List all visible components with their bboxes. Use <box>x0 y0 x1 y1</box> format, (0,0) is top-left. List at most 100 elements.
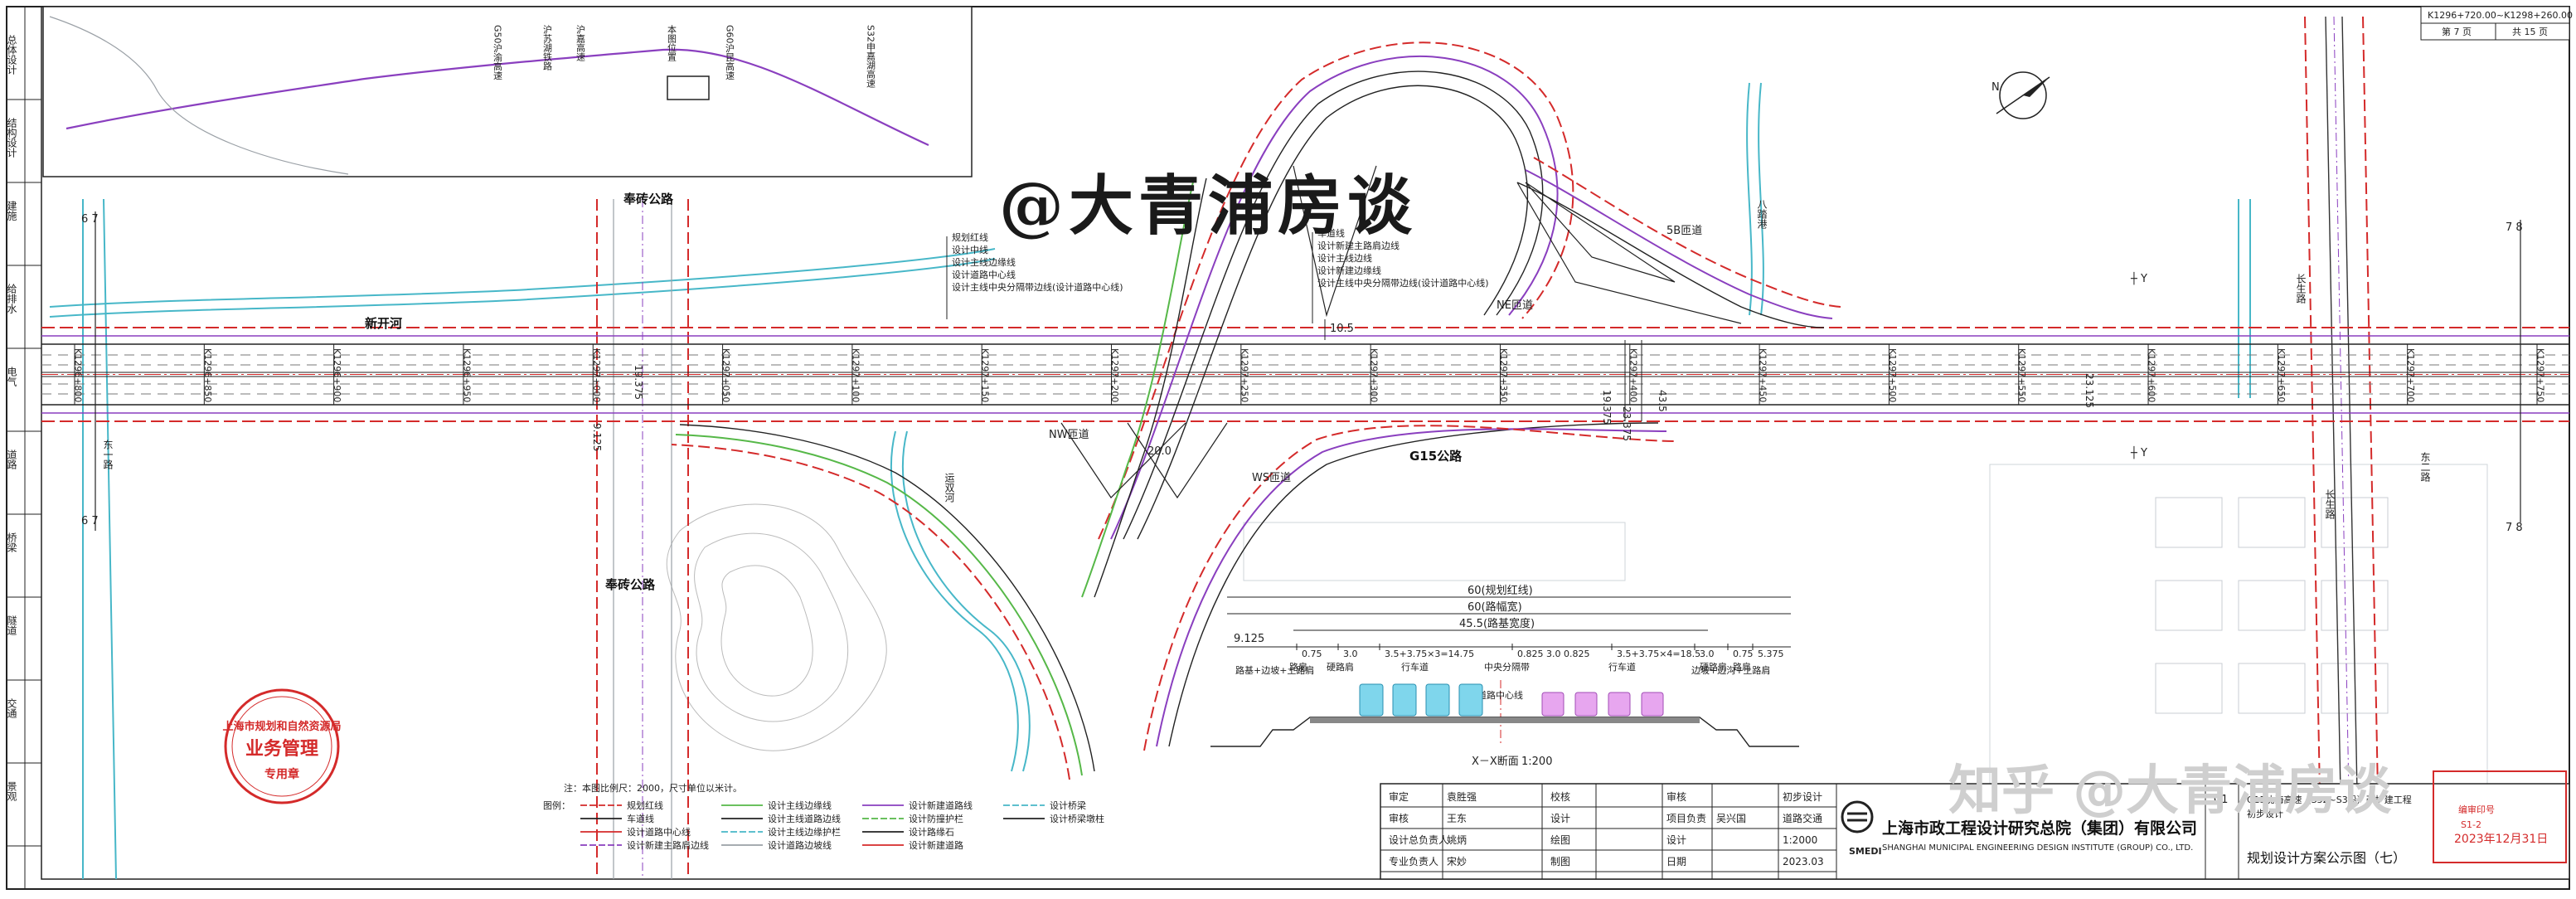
xs-lane-label: 中央分隔带 <box>1484 662 1530 673</box>
north-arrow-main: N <box>1991 71 2050 119</box>
callout-group-east: 车道线设计新建主路肩边线设计主线边线设计新建边缘线设计主线中央分隔带边线(设计道… <box>1312 227 1489 323</box>
xs-segment: 0.825 3.0 0.825 <box>1517 649 1589 659</box>
legend-item: 设计路缘石 <box>909 827 954 838</box>
title-block-cell: 吴兴国 <box>1716 813 1746 824</box>
title-block-cell: 审定 <box>1389 790 1409 803</box>
station-label: K1297+050 <box>720 348 731 402</box>
place-labels: 新开河 G15公路 奉砖公路 奉砖公路 八踏港 运双河 长生路 长生路 东一路 … <box>102 192 2431 592</box>
legend-item: 设计新建道路 <box>909 839 963 851</box>
side-label: 道路 <box>6 450 17 470</box>
title-block-cell: 制图 <box>1550 856 1570 867</box>
station-label: K1297+400 <box>1628 348 1638 402</box>
dim-19-375: 19.375 <box>1601 390 1613 425</box>
side-label: 总体设计 <box>6 35 17 75</box>
label-dong-road-west: 东一路 <box>102 440 114 470</box>
section-label-right-bottom: 7 8 <box>2506 522 2523 534</box>
label-yun-shuang-he: 运双河 <box>944 473 955 503</box>
label-g15: G15公路 <box>1409 449 1463 464</box>
callout-west-item: 规划红线 <box>952 231 988 243</box>
project-stage: 初步设计 <box>2247 808 2283 819</box>
keymap-label: S32申嘉湖高速 <box>866 25 876 88</box>
xs-lane-label: 路肩 <box>1289 661 1307 673</box>
legend-item: 车道线 <box>627 813 654 824</box>
title-block-cell: 2023.03 <box>1783 856 1824 867</box>
xs-segment: 3.0 <box>1700 649 1715 659</box>
xs-lane-label: 硬路肩 <box>1700 661 1727 673</box>
station-label: K1296+850 <box>202 348 213 402</box>
official-seal: 上海市规划和自然资源局 业务管理 专用章 <box>222 688 342 804</box>
title-block: 审定袁胜强校核审核初步设计审核王东设计项目负责吴兴国道路交通设计总负责人姚炳绘图… <box>1380 770 2570 880</box>
company-name-en: SHANGHAI MUNICIPAL ENGINEERING DESIGN IN… <box>1882 843 2193 853</box>
station-label: K1296+950 <box>461 348 472 402</box>
sheet-code-range: K1296+720.00~K1298+260.00 <box>2428 10 2573 21</box>
label-feng-pu-road-south: 奉砖公路 <box>604 577 656 592</box>
station-label: K1297+150 <box>980 348 991 402</box>
dim-9-125: 9.125 <box>591 423 603 451</box>
main-highway <box>41 327 2569 422</box>
sheet-page-no: 第 7 页 <box>2442 26 2472 37</box>
xs-left-parts: 9.125 <box>1234 633 1264 645</box>
seal-dept: 业务管理 <box>245 738 318 760</box>
title-block-cell: 姚炳 <box>1447 834 1467 846</box>
station-label: K1297+000 <box>591 348 602 402</box>
side-label: 电气 <box>6 367 17 386</box>
side-label: 交通 <box>6 697 17 718</box>
legend-item: 设计主线道路边线 <box>768 813 841 824</box>
callout-east-item: 设计主线中央分隔带边线(设计道路中心线) <box>1317 277 1489 289</box>
project-code: C1 <box>2214 794 2228 806</box>
side-label: 给排水 <box>6 284 17 313</box>
dim-20-0: 20.0 <box>1147 445 1172 458</box>
title-block-cell: 1:2000 <box>1783 834 1817 846</box>
section-markers: 6 7 6 7 7 8 7 8 ┼ Y ┼ Y <box>81 211 2523 534</box>
side-label: 桥梁 <box>6 532 17 552</box>
vehicle-icon <box>1608 692 1631 717</box>
legend-item: 规划红线 <box>627 799 663 811</box>
callout-west-item: 设计主线边缘线 <box>952 256 1016 268</box>
vehicle-icon <box>1541 692 1565 717</box>
label-ramp-ne: NE匝道 <box>1497 299 1533 312</box>
section-label-left-top: 6 7 <box>81 213 99 226</box>
label-ramp-nw: NW匝道 <box>1049 429 1089 441</box>
coord-mark-1: ┼ Y <box>2130 271 2147 285</box>
title-block-cell: 宋妙 <box>1447 855 1467 867</box>
label-ramp-ws: WS匝道 <box>1252 472 1291 484</box>
callout-east-item: 设计新建边缘线 <box>1317 265 1381 276</box>
xs-scale: 1:200 <box>1521 756 1552 768</box>
legend-item: 设计主线边缘线 <box>768 799 832 811</box>
review-stamp-box <box>2433 770 2567 863</box>
scale-note: 注：本图比例尺：2000，尺寸单位以米计。 <box>564 782 742 794</box>
cross-roads <box>596 16 2380 880</box>
station-label: K1296+800 <box>73 348 84 402</box>
vehicle-icon <box>1425 683 1450 717</box>
north-label: N <box>1991 81 2000 94</box>
watermark-author: @大青浦房谈 <box>999 168 1417 244</box>
xs-right-note: 边坡+边沟+土路肩 <box>1691 664 1770 676</box>
label-changsheng-road-south: 长生路 <box>2324 489 2336 520</box>
callout-east-item: 设计新建主路肩边线 <box>1317 240 1400 251</box>
xs-lane-label: 路肩 <box>1733 661 1751 673</box>
title-block-cell: 项目负责 <box>1666 813 1706 824</box>
seal-org: 上海市规划和自然资源局 <box>222 720 341 733</box>
xs-width-total: 60(规划红线) <box>1467 584 1533 597</box>
title-block-cell: 审核 <box>1389 812 1409 824</box>
legend-item: 设计桥梁墩柱 <box>1050 813 1104 824</box>
legend-item: 设计新建主路肩边线 <box>627 839 709 851</box>
callout-east-item: 车道线 <box>1317 227 1345 239</box>
watermark-platform: 知乎 @大青浦房谈 <box>1948 761 2392 822</box>
title-block-cell: 王东 <box>1447 813 1467 824</box>
title-block-cell: 设计 <box>1550 813 1570 824</box>
label-ramp-5b: 5B匝道 <box>1666 225 1702 237</box>
station-ticks: K1296+800 K1296+850 K1296+900 K1296+950 K129… <box>73 344 2546 405</box>
title-block-cell: 初步设计 <box>1783 791 1822 803</box>
map-notes: 注：本图比例尺：2000，尺寸单位以米计。 图例： 规划红线车道线设计道路中心线… <box>543 782 1104 851</box>
side-label: 景观 <box>6 781 17 801</box>
xs-segment: 3.5+3.75×3=14.75 <box>1385 649 1474 659</box>
seal-note: 专用章 <box>264 767 299 781</box>
label-changsheng-road-north: 长生路 <box>2295 274 2307 304</box>
station-label: K1296+900 <box>332 348 342 402</box>
sheet-header: K1296+720.00~K1298+260.00 第 7 页 共 15 页 <box>2420 6 2573 41</box>
